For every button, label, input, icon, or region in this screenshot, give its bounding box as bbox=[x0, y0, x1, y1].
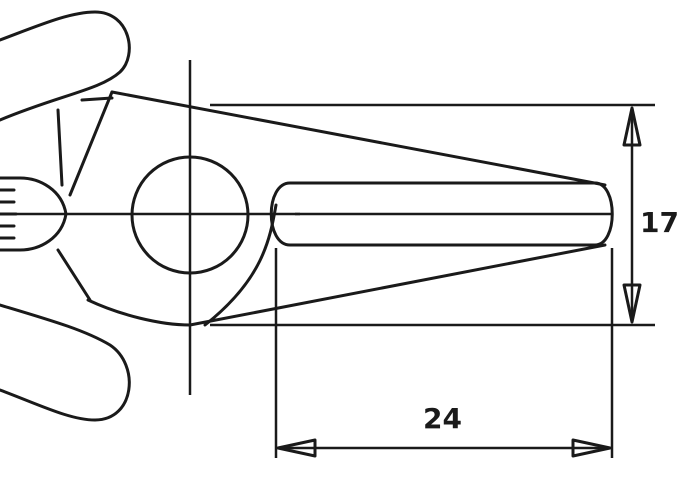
lower-handle-body bbox=[56, 248, 92, 302]
length-dimension bbox=[274, 248, 614, 458]
jaw-slot bbox=[269, 181, 614, 247]
jaw-slot-curve bbox=[203, 203, 278, 327]
jaw-lower-base bbox=[86, 298, 192, 327]
upper-handle-body bbox=[56, 108, 64, 187]
jaw-left-edge bbox=[68, 90, 114, 197]
height-dimension-label: 17 bbox=[640, 206, 679, 239]
height-dimension bbox=[210, 103, 655, 327]
upper-handle-link bbox=[80, 96, 114, 102]
jaw-lower-edge bbox=[188, 243, 607, 327]
jaw-upper-edge bbox=[110, 90, 607, 187]
upper-handle-grip bbox=[0, 10, 131, 122]
lower-handle-grip bbox=[0, 303, 131, 422]
length-dimension-label: 24 bbox=[423, 402, 462, 435]
